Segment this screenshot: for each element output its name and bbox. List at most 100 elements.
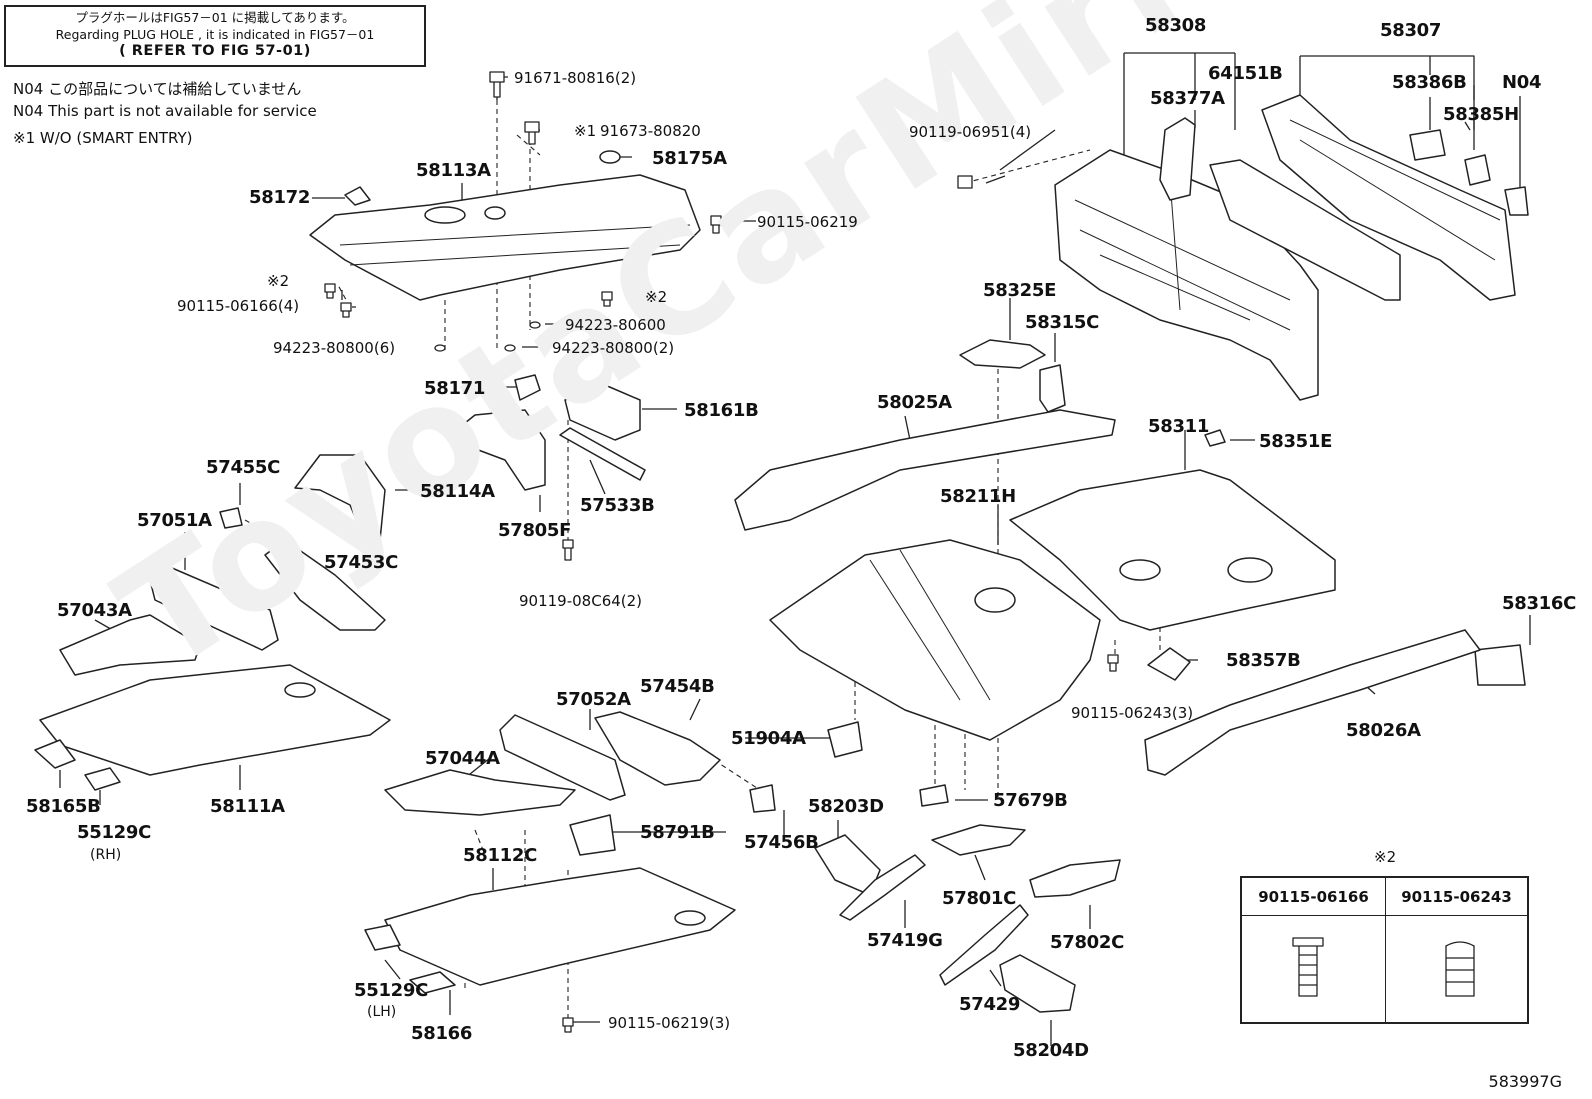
clip-icon — [1292, 937, 1324, 997]
part-58171 — [514, 374, 541, 401]
label-58165B: 58165B — [26, 796, 101, 817]
label-57051A: 57051A — [137, 510, 212, 531]
legend-col-90115-06243: 90115-06243 — [1385, 878, 1528, 916]
part-58112C-floor — [384, 867, 736, 986]
part-58204D — [999, 954, 1076, 1013]
bolt-icon — [562, 539, 574, 561]
label-55129C-lh: 55129C — [354, 980, 429, 1001]
label-90115-06219: 90115-06219 — [757, 213, 858, 231]
part-57805F — [449, 409, 546, 491]
label-90115-06166: 90115-06166(4) — [177, 297, 300, 315]
part-58166 — [409, 971, 456, 994]
part-57043A — [59, 614, 201, 676]
nut-icon — [504, 344, 516, 352]
part-55129C-rh — [84, 767, 121, 791]
legend-col-90115-06166: 90115-06166 — [1242, 878, 1385, 916]
legend-icons — [1292, 937, 1475, 997]
label-57453C: 57453C — [324, 552, 399, 573]
label-58172: 58172 — [249, 187, 311, 208]
label-58357B: 58357B — [1226, 650, 1301, 671]
notice-line-jp: プラグホールはFIG57－01 に掲載してあります。 — [75, 10, 355, 25]
label-57052A: 57052A — [556, 689, 631, 710]
label-rh: (RH) — [90, 847, 122, 863]
label-58113A: 58113A — [416, 160, 491, 181]
label-57801C: 57801C — [942, 888, 1017, 909]
label-58311: 58311 — [1148, 416, 1210, 437]
label-57419G: 57419G — [867, 930, 943, 951]
fastener-legend-table: 90115-06166 90115-06243 — [1240, 876, 1529, 1024]
mark-note2-a: ※2 — [267, 272, 290, 290]
part-57044A — [384, 769, 576, 816]
label-91673-80820: 91673-80820 — [600, 122, 701, 140]
label-90119-06951: 90119-06951(4) — [909, 123, 1032, 141]
part-58315C — [1039, 364, 1066, 413]
label-64151B: 64151B — [1208, 63, 1283, 84]
part-57454B — [594, 711, 721, 786]
part-58026A — [1144, 629, 1481, 776]
label-91671-80816: 91671-80816(2) — [514, 69, 637, 87]
label-90115-06243: 90115-06243(3) — [1071, 704, 1194, 722]
nut-icon — [529, 321, 541, 329]
part-58111A-floor — [39, 664, 391, 776]
label-90115-06219-3: 90115-06219(3) — [608, 1014, 731, 1032]
bolt-icon — [489, 71, 505, 98]
part-57801C — [931, 824, 1026, 856]
plug-hole-notice: プラグホールはFIG57－01 に掲載してあります。 Regarding PLU… — [4, 5, 426, 67]
part-58307-crossmember — [1261, 94, 1516, 301]
label-58791B: 58791B — [640, 822, 715, 843]
label-57456B: 57456B — [744, 832, 819, 853]
bolt-icon — [340, 302, 352, 318]
part-58175A — [599, 150, 621, 164]
part-58377A — [1159, 117, 1196, 201]
bolt-icon — [524, 121, 540, 145]
notice-reference: ( REFER TO FIG 57-01) — [119, 43, 311, 59]
bolt-icon — [957, 175, 973, 189]
label-58026A: 58026A — [1346, 720, 1421, 741]
part-57679B — [919, 784, 949, 807]
part-57453C — [264, 539, 386, 631]
part-57802C — [1029, 859, 1121, 898]
bolt-icon — [324, 283, 336, 299]
label-58325E: 58325E — [983, 280, 1057, 301]
part-N04-bracket — [1504, 186, 1529, 216]
figure-code: 583997G — [1488, 1072, 1562, 1091]
label-58377A: 58377A — [1150, 88, 1225, 109]
label-57454B: 57454B — [640, 676, 715, 697]
part-58386B — [1409, 129, 1446, 161]
label-57455C: 57455C — [206, 457, 281, 478]
part-64151B — [1209, 159, 1401, 301]
label-58112C: 58112C — [463, 845, 538, 866]
part-57456B — [749, 784, 776, 813]
label-58161B: 58161B — [684, 400, 759, 421]
part-58113A-floor-pan — [309, 174, 701, 301]
part-58211H-front-floor — [769, 539, 1101, 741]
part-58385H — [1464, 154, 1491, 186]
label-90119-08C64: 90119-08C64(2) — [519, 592, 643, 610]
label-58111A: 58111A — [210, 796, 285, 817]
legend-mark: ※2 — [1374, 848, 1397, 866]
label-58211H: 58211H — [940, 486, 1016, 507]
part-58316C — [1474, 644, 1526, 686]
part-57052A — [499, 714, 626, 801]
label-57533B: 57533B — [580, 495, 655, 516]
label-58351E: 58351E — [1259, 431, 1333, 452]
bolt-icon — [601, 291, 613, 307]
label-58315C: 58315C — [1025, 312, 1100, 333]
label-57043A: 57043A — [57, 600, 132, 621]
part-58025A-side-member — [734, 409, 1116, 531]
label-57429: 57429 — [959, 994, 1021, 1015]
part-55129C-lh — [364, 924, 401, 951]
part-58791B — [569, 814, 616, 856]
label-58386B: 58386B — [1392, 72, 1467, 93]
label-57679B: 57679B — [993, 790, 1068, 811]
part-57429 — [939, 904, 1029, 986]
label-57805F: 57805F — [498, 520, 572, 541]
part-58357B — [1147, 647, 1191, 681]
label-58171: 58171 — [424, 378, 486, 399]
legend-divider — [1385, 878, 1386, 1022]
part-57455C — [219, 507, 243, 529]
label-58175A: 58175A — [652, 148, 727, 169]
label-58307: 58307 — [1380, 20, 1442, 41]
part-58114A — [294, 454, 386, 541]
